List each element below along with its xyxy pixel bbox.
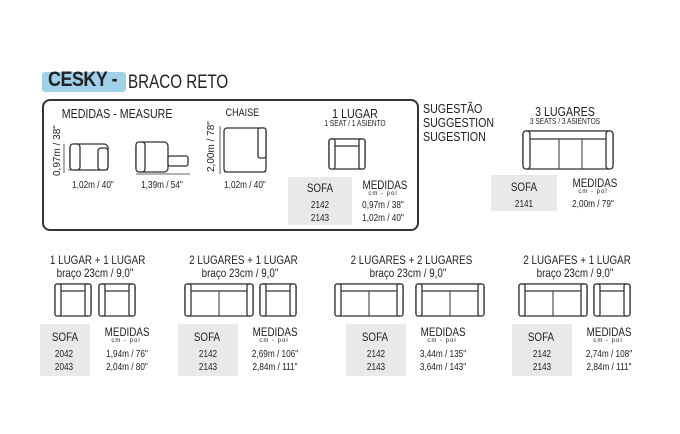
combo-4-code-1: 2142 [532,349,552,360]
combo-3-arm: braço 23cm / 9,0" [369,266,447,280]
three-seats-subtitle: 3 SEATS / 3 ASIENTOS [529,117,601,126]
three-seats-shade [491,175,557,211]
suggestion-line-es: SUGESTION [423,129,486,144]
chaise-width-dimension: 1,02m / 40" [224,180,266,191]
one-seat-medidas-label: MEDIDAS [362,178,408,192]
depth-dimension-2: 1,39m / 54" [141,180,183,191]
one-seat-size-1: 0,97m / 38" [362,200,404,211]
suggestion-line-pt: SUGESTÃO [423,101,483,116]
combo-1-size-1: 1,94m / 76" [106,349,148,360]
combo-3-medidas-label: MEDIDAS [420,325,466,339]
combo-3-size-2: 3,64m / 143" [419,362,467,373]
one-seat-title: 1 LUGAR [332,106,378,121]
combo-2-diagram [184,283,297,317]
combo-4-size-2: 2,84m / 111" [586,362,632,373]
combo-3-diagram [334,283,485,317]
three-seats-size-1: 2,00m / 79" [572,199,614,210]
combo-4-arm: braço 23cm / 9,0" [536,266,614,280]
combo-1-code-1: 2042 [54,349,74,360]
one-seat-sofa-diagram [328,138,366,170]
combo-2-size-1: 2,69m / 106" [251,349,299,360]
combo-2-sofa-label: SOFA [193,330,221,344]
one-seat-size-2: 1,02m / 40" [362,213,404,224]
combo-4-code-2: 2143 [532,362,552,373]
combo-1-code-2: 2043 [54,362,74,373]
combo-2-shade [178,324,238,376]
combo-2-code-2: 2143 [198,362,218,373]
combo-4-sofa-label: SOFA [527,330,555,344]
combo-4-medidas-label: MEDIDAS [586,325,632,339]
combo-3-units: cm - pol [427,338,457,344]
combo-4-diagram [518,283,631,317]
one-seat-sofa-label: SOFA [306,181,334,195]
combo-1-units: cm - pol [111,338,141,344]
three-seats-units: cm - pol [578,189,608,195]
title-highlight [42,72,126,92]
combo-3-size-1: 3,44m / 135" [419,349,467,360]
combo-4-units: cm - pol [593,338,623,344]
combo-3-shade [346,324,406,376]
combo-2-size-2: 2,84m / 111" [252,362,298,373]
three-seat-sofa-diagram [522,130,614,170]
depth-dimension-1: 1,02m / 40" [72,180,114,191]
combo-1-arm: braço 23cm / 9,0" [56,266,134,280]
one-seat-code-2: 2143 [310,213,330,224]
height-dimension: 0,97m / 38" [52,125,63,176]
chaise-height-dimension: 2,00m / 78" [206,121,217,172]
three-seats-title: 3 LUGARES [535,104,595,119]
one-seat-subtitle: 1 SEAT / 1 ASIENTO [324,119,386,128]
one-seat-units: cm - pol [368,191,398,197]
combo-2-units: cm - pol [259,338,289,344]
combo-1-sofa-label: SOFA [51,330,79,344]
three-seats-code-1: 2141 [514,199,534,210]
suggestion-line-en: SUGGESTION [423,115,495,130]
combo-3-title: 2 LUGARES + 2 LUGARES [350,253,473,267]
combo-4-title: 2 LUGAFES + 1 LUGAR [523,253,631,267]
combo-1-title: 1 LUGAR + 1 LUGAR [49,253,146,267]
combo-1-shade [40,324,90,376]
three-seats-medidas-label: MEDIDAS [572,176,618,190]
combo-4-size-1: 2,74m / 108" [585,349,633,360]
chaise-label: CHAISE [225,107,260,119]
page-subtitle: BRACO RETO [128,72,229,93]
one-seat-shade [288,177,352,225]
reclined-sofa-diagram [135,141,190,175]
combo-4-shade [512,324,572,376]
combo-3-sofa-label: SOFA [361,330,389,344]
side-view-sofa-diagram [63,143,109,173]
combo-2-arm: braço 23cm / 9,0" [201,266,279,280]
combo-2-title: 2 LUGARES + 1 LUGAR [189,253,298,267]
combo-3-code-1: 2142 [366,349,386,360]
combo-1-size-2: 2,04m / 80" [106,362,148,373]
three-seats-sofa-label: SOFA [510,180,538,194]
measures-panel [42,99,419,231]
combo-2-code-1: 2142 [198,349,218,360]
suggestion-text: SUGESTÃO SUGGESTION SUGESTION [423,102,494,144]
combo-1-medidas-label: MEDIDAS [104,325,150,339]
measures-heading: MEDIDAS - MEASURE [61,106,173,121]
page-title: CESKY - [48,68,118,91]
chaise-diagram [219,126,267,174]
combo-1-diagram [54,283,136,317]
combo-3-code-2: 2143 [366,362,386,373]
one-seat-code-1: 2142 [310,200,330,211]
combo-2-medidas-label: MEDIDAS [252,325,298,339]
